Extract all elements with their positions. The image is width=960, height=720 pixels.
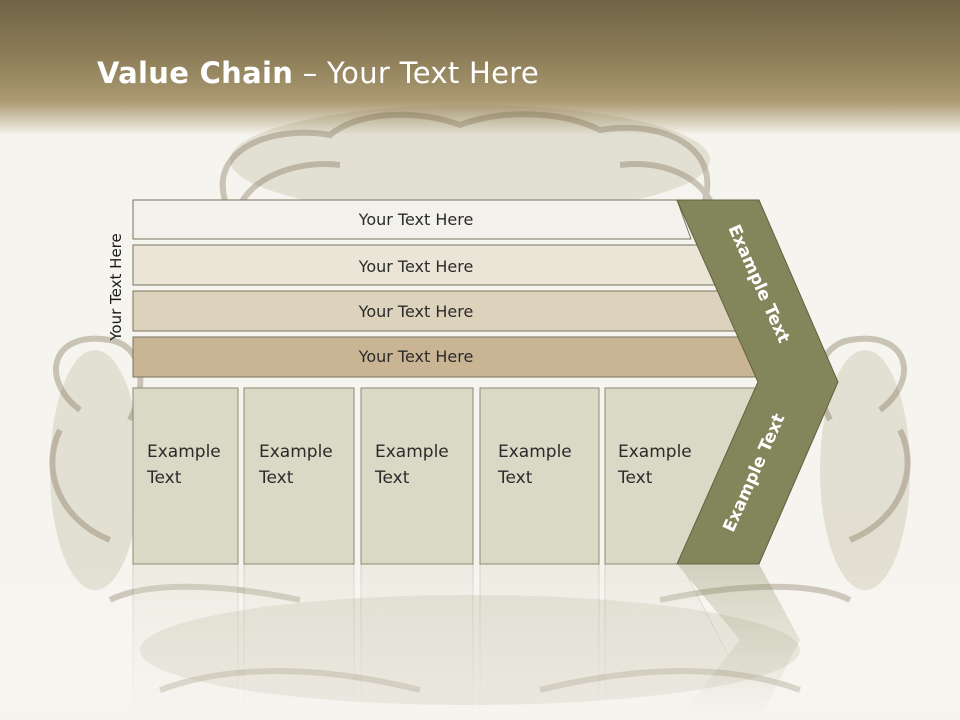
column-5-line2: Text	[618, 468, 653, 488]
reflection-art	[0, 564, 960, 720]
slide-title: Value Chain – Your Text Here	[97, 56, 539, 90]
bar-2-label: Your Text Here	[358, 257, 474, 276]
column-4-line2: Text	[498, 468, 533, 488]
title-separator: –	[293, 56, 328, 90]
column-1-text: Example Text	[147, 439, 221, 491]
column-3-text: Example Text	[375, 439, 449, 491]
column-5-line1: Example	[618, 442, 692, 462]
column-4-text: Example Text	[498, 439, 572, 491]
column-4	[479, 387, 600, 565]
reflection	[0, 564, 960, 720]
column-2-line2: Text	[259, 468, 294, 488]
bar-1: Your Text Here	[132, 199, 692, 240]
column-2-text: Example Text	[259, 439, 333, 491]
bar-1-label: Your Text Here	[358, 210, 474, 229]
bar-4: Your Text Here	[132, 336, 763, 378]
column-2	[243, 387, 355, 565]
column-5-text: Example Text	[618, 439, 692, 491]
bar-2: Your Text Here	[132, 244, 716, 286]
column-4-line1: Example	[498, 442, 572, 462]
bar-4-label: Your Text Here	[358, 347, 474, 366]
bar-3-label: Your Text Here	[358, 302, 474, 321]
bar-3: Your Text Here	[132, 290, 739, 332]
bar-1-shape	[132, 199, 692, 240]
column-3-line1: Example	[375, 442, 449, 462]
header-band	[0, 0, 960, 135]
title-bold: Value Chain	[97, 56, 294, 90]
column-1	[132, 387, 239, 565]
column-3	[360, 387, 474, 565]
title-rest: Your Text Here	[327, 56, 539, 90]
column-3-line2: Text	[375, 468, 410, 488]
column-1-line1: Example	[147, 442, 221, 462]
column-1-line2: Text	[147, 468, 182, 488]
column-2-line1: Example	[259, 442, 333, 462]
